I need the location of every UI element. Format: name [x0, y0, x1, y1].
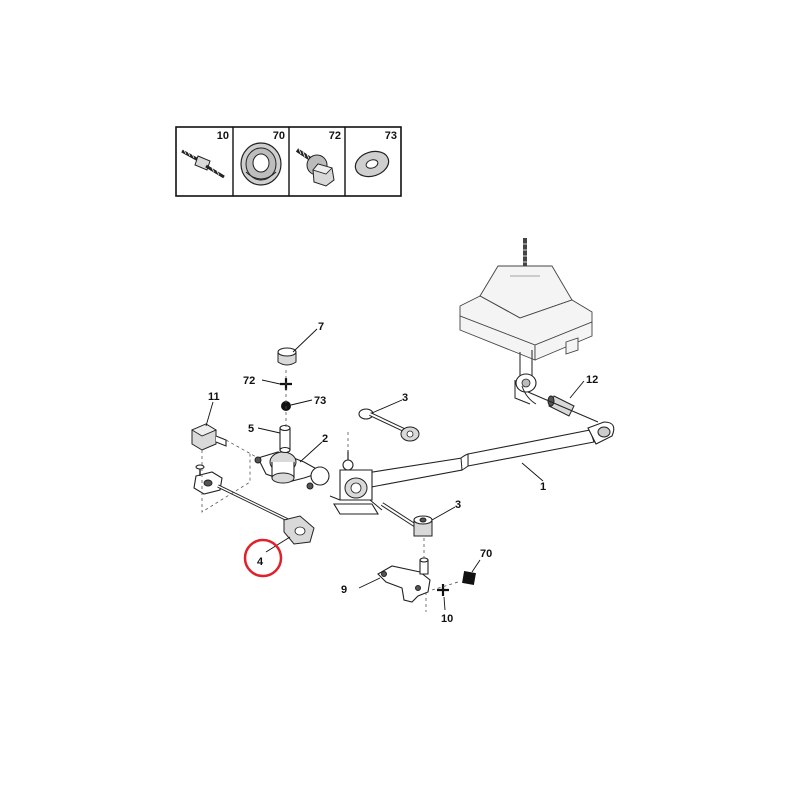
part-1-selector-rod — [359, 380, 615, 489]
legend-ref-10: 10 — [217, 130, 229, 142]
callout-5: 5 — [248, 423, 254, 435]
flat-washer-icon — [354, 150, 390, 178]
part-7-cap — [277, 347, 297, 366]
callout-2: 2 — [322, 433, 328, 445]
part-5-spacer-sleeve — [279, 424, 291, 454]
part-3-link-rod-upper — [358, 408, 420, 442]
callout-70: 70 — [480, 548, 492, 560]
legend-cell-73: 73 — [354, 130, 397, 178]
callout-1: 1 — [540, 481, 546, 493]
fastener-legend-table: 10 70 72 — [175, 126, 402, 197]
part-11-ball-joint-clip — [191, 423, 227, 451]
main-rod-end-assembly — [329, 450, 383, 515]
legend-ref-70: 70 — [273, 130, 285, 142]
callout-72: 72 — [243, 375, 255, 387]
callout-3-upper: 3 — [402, 392, 408, 404]
callout-labels: 7 72 73 5 2 11 3 12 1 3 9 10 70 4 — [208, 321, 598, 625]
flange-bolt-icon — [295, 148, 335, 187]
callout-12: 12 — [586, 374, 598, 386]
legend-cell-72: 72 — [295, 130, 341, 187]
part-10-stud-marker — [437, 584, 449, 596]
part-2-pivot-bracket — [254, 451, 330, 490]
callout-73: 73 — [314, 395, 326, 407]
legend-cell-70: 70 — [240, 130, 285, 186]
threaded-stud-icon — [181, 149, 225, 179]
legend-ref-72: 72 — [329, 130, 341, 142]
callout-3-lower: 3 — [455, 499, 461, 511]
part-3-link-rod-lower — [380, 502, 433, 537]
part-4-highlight-circle — [243, 538, 283, 578]
rubber-grommet-icon — [240, 142, 282, 186]
callout-10: 10 — [441, 613, 453, 625]
part-9-bracket — [377, 557, 431, 603]
leader-lines — [205, 328, 585, 611]
callout-4: 4 — [257, 556, 264, 568]
legend-cell-10: 10 — [181, 130, 229, 179]
gear-lever-housing — [459, 238, 593, 393]
callout-7: 7 — [318, 321, 324, 333]
part-70-grommet-marker — [462, 571, 476, 585]
part-4-gear-selector-link — [193, 464, 315, 545]
callout-11: 11 — [208, 391, 220, 403]
dashed-alignment-lines — [201, 370, 459, 612]
callout-9: 9 — [341, 584, 347, 596]
legend-ref-73: 73 — [385, 130, 397, 142]
